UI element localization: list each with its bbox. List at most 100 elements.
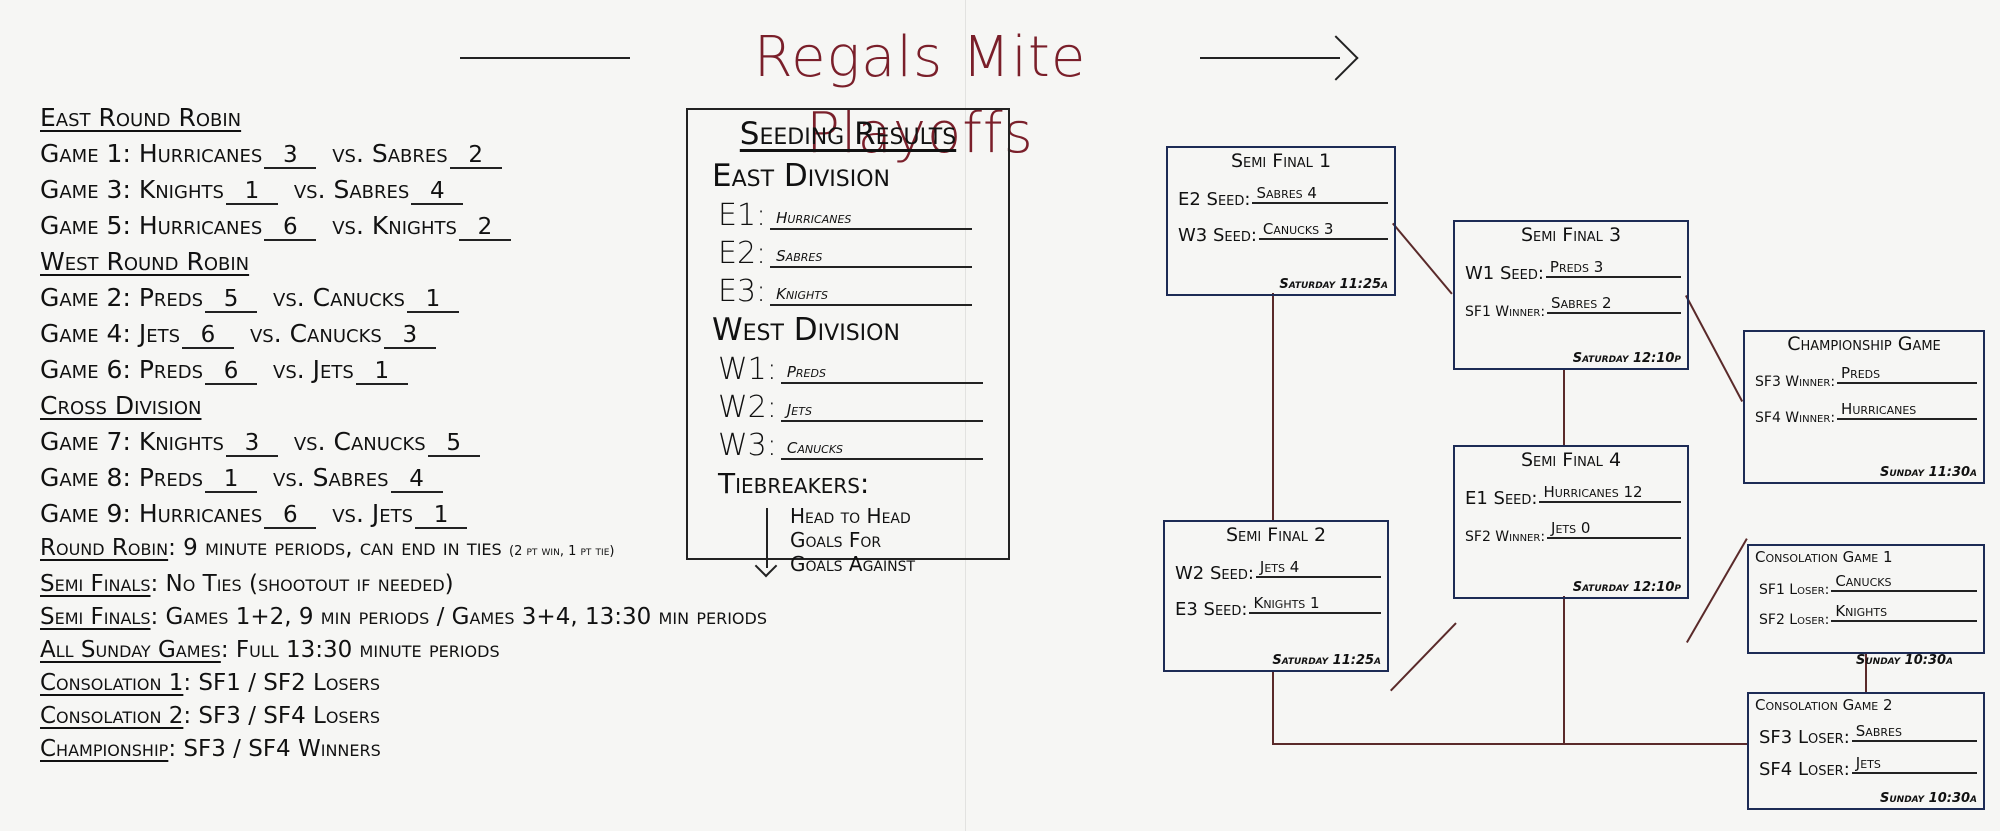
game-label: Game 5: <box>40 211 131 240</box>
box-label: W1 Seed: <box>1465 263 1544 284</box>
team-name: Canucks <box>312 283 405 312</box>
box-title: Consolation Game 2 <box>1755 696 1893 714</box>
tiebreaker-item: Goals Against <box>790 552 916 576</box>
connector-sf2-down <box>1272 670 1274 744</box>
seed-row-e2: E2: Sabres <box>688 234 1008 272</box>
seed-row-w2: W2: Jets <box>688 388 1008 426</box>
team-name: Hurricanes <box>138 139 263 168</box>
rule-key: Consolation 1 <box>40 670 184 696</box>
team-name: Jets <box>312 355 354 384</box>
score: 4 <box>411 179 464 205</box>
team-name: Canucks <box>289 319 382 348</box>
rule-consolation-1: Consolation 1: SF1 / SF2 Losers <box>40 667 920 700</box>
connector-sf4-champ <box>1686 538 1748 643</box>
box-value: Sabres <box>1851 722 1977 742</box>
seed-key: W2: <box>718 390 777 425</box>
seed-key: E2: <box>718 236 767 271</box>
seed-row-e3: E3: Knights <box>688 272 1008 310</box>
box-value: Canucks <box>1831 572 1977 592</box>
box-label: E3 Seed: <box>1175 599 1248 620</box>
box-label: SF4 Winner: <box>1755 410 1836 426</box>
box-value: Knights <box>1831 602 1977 622</box>
rule-text: : 9 minute periods, can end in ties <box>168 535 502 561</box>
score: 3 <box>264 143 317 169</box>
title-banner: Regals Mite Playoffs <box>460 20 1360 166</box>
box-value: Knights 1 <box>1249 594 1381 614</box>
team-name: Knights <box>138 175 224 204</box>
box-label: SF1 Loser: <box>1759 582 1830 598</box>
team-name: Preds <box>138 355 204 384</box>
vs-label: vs. <box>293 175 326 204</box>
box-value: Sabres 4 <box>1252 184 1388 204</box>
seeding-title: Seeding Results <box>739 116 957 152</box>
game-time: Saturday 12:10p <box>1572 351 1681 366</box>
game-time: Saturday 11:25a <box>1279 277 1388 292</box>
rule-key: Semi Finals <box>40 571 151 597</box>
team-name: Sabres <box>371 139 448 168</box>
championship-box: Championship Game SF3 Winner: Preds SF4 … <box>1743 330 1985 484</box>
score: 6 <box>264 503 317 529</box>
connector-sf4-down <box>1563 596 1565 744</box>
connector-sf3-champ <box>1685 295 1744 402</box>
box-label: SF3 Winner: <box>1755 374 1836 390</box>
box-row: W2 Seed: Jets 4 <box>1165 548 1387 584</box>
score: 4 <box>390 467 443 493</box>
box-row: W3 Seed: Canucks 3 <box>1168 210 1394 246</box>
seed-team: Sabres <box>770 246 973 268</box>
box-label: SF1 Winner: <box>1465 304 1546 320</box>
rule-text: : Full 13:30 minute periods <box>220 637 500 663</box>
rule-key: Semi Finals <box>40 604 151 630</box>
box-label: SF2 Loser: <box>1759 612 1830 628</box>
box-value: Hurricanes 12 <box>1539 483 1681 503</box>
connector-sf3-sf4 <box>1563 368 1565 445</box>
box-label: SF3 Loser: <box>1759 727 1850 748</box>
team-name: Hurricanes <box>138 211 263 240</box>
seed-row-e1: E1: Hurricanes <box>688 196 1008 234</box>
rule-text: : SF1 / SF2 Losers <box>183 670 380 696</box>
score: 3 <box>225 431 278 457</box>
game-label: Game 1: <box>40 139 131 168</box>
rule-note: (2 pt win, 1 pt tie) <box>509 544 615 559</box>
score: 1 <box>205 467 258 493</box>
page-title: Regals Mite Playoffs <box>753 25 1087 166</box>
rule-consolation-2: Consolation 2: SF3 / SF4 Losers <box>40 700 920 733</box>
game-time: Sunday 10:30a <box>1856 653 1953 668</box>
box-row: SF2 Winner: Jets 0 <box>1455 509 1687 545</box>
semifinal-2-box: Semi Final 2 W2 Seed: Jets 4 E3 Seed: Kn… <box>1163 520 1389 672</box>
semifinal-1-box: Semi Final 1 E2 Seed: Sabres 4 W3 Seed: … <box>1166 146 1396 296</box>
box-label: SF2 Winner: <box>1465 529 1546 545</box>
title-line-right <box>1200 57 1340 59</box>
consolation-2-box: Consolation Game 2 SF3 Loser: Sabres SF4… <box>1747 692 1985 810</box>
game-time: Saturday 11:25a <box>1272 653 1381 668</box>
title-line-left <box>460 57 630 59</box>
rule-text: : No Ties (shootout if needed) <box>150 571 454 597</box>
game-label: Game 3: <box>40 175 131 204</box>
seed-row-w1: W1: Preds <box>688 350 1008 388</box>
score: 5 <box>205 287 258 313</box>
box-label: SF4 Loser: <box>1759 759 1850 780</box>
score: 1 <box>415 503 468 529</box>
box-value: Jets 4 <box>1255 558 1381 578</box>
box-row: SF1 Winner: Sabres 2 <box>1455 284 1687 320</box>
connector-sf2-sf4 <box>1390 622 1457 692</box>
game-label: Game 8: <box>40 463 131 492</box>
tiebreakers-title: Tiebreakers: <box>718 467 870 500</box>
semifinal-4-box: Semi Final 4 E1 Seed: Hurricanes 12 SF2 … <box>1453 445 1689 599</box>
arrow-down-icon <box>766 508 768 568</box>
score: 6 <box>205 359 258 385</box>
vs-label: vs. <box>332 499 364 528</box>
box-title: Semi Final 4 <box>1520 449 1622 471</box>
seed-key: E1: <box>718 198 767 233</box>
score: 5 <box>427 431 480 457</box>
score: 1 <box>406 287 459 313</box>
rule-key: All Sunday Games <box>40 637 221 663</box>
box-row: SF2 Loser: Knights <box>1749 598 1983 628</box>
seed-row-w3: W3: Canucks <box>688 426 1008 464</box>
rule-semi-finals-ties: Semi Finals: No Ties (shootout if needed… <box>40 568 920 601</box>
